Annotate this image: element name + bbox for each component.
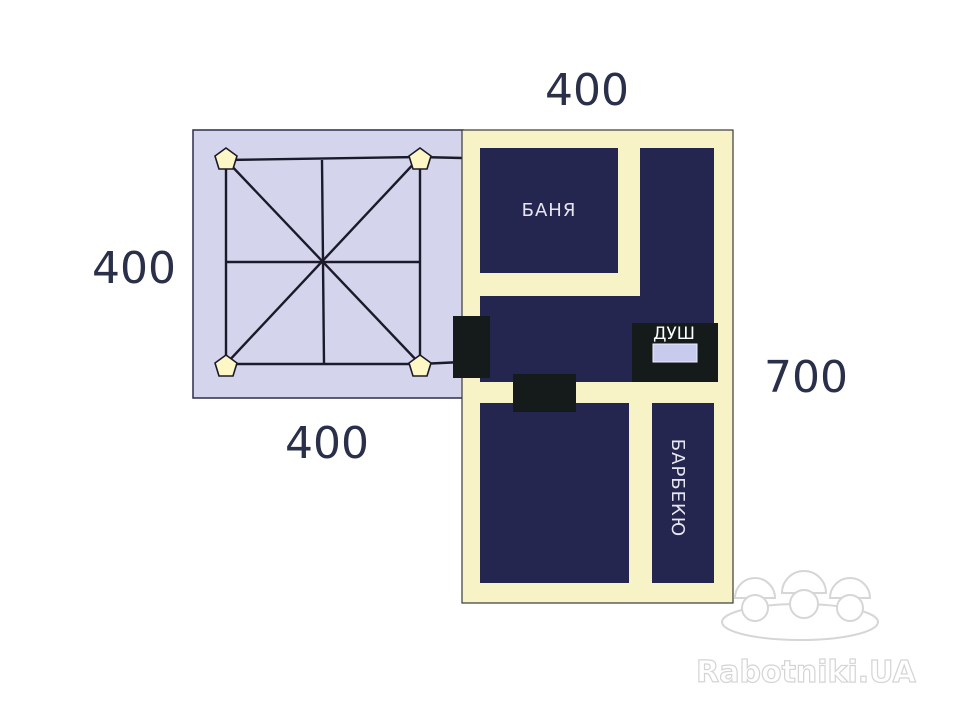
- room-lower-left: [480, 403, 629, 583]
- dimension-bottom: 400: [285, 418, 369, 469]
- bbq-label: БАРБЕКЮ: [667, 439, 688, 537]
- terrace-area: [192, 129, 464, 399]
- door-lower-room: [513, 374, 576, 412]
- shower-label: ДУШ: [653, 324, 695, 344]
- column-top-right: [408, 147, 432, 170]
- column-bottom-left: [214, 354, 238, 377]
- watermark-text: Rabotniki.UA: [696, 655, 916, 690]
- three-workers-helmet-icon: [721, 570, 879, 641]
- door-terrace: [453, 316, 490, 378]
- shower-tray: [652, 343, 698, 363]
- bath-label: БАНЯ: [522, 200, 577, 221]
- dimension-top: 400: [545, 65, 629, 116]
- dimension-left: 400: [92, 243, 176, 294]
- terrace-columns: [214, 147, 432, 377]
- room-bbq: [652, 403, 714, 583]
- column-bottom-right: [408, 354, 432, 377]
- room-bath: [480, 148, 618, 273]
- dimension-right: 700: [764, 352, 848, 403]
- column-top-left: [214, 147, 238, 170]
